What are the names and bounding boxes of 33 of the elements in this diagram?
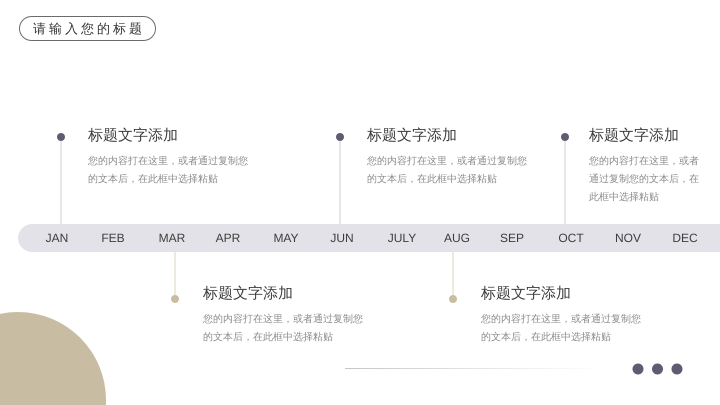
event-heading: 标题文字添加 bbox=[589, 126, 679, 146]
event-description: 您的内容打在这里，或者通过复制您的文本后，在此框中选择粘贴 bbox=[367, 154, 528, 187]
event-heading: 标题文字添加 bbox=[481, 284, 571, 304]
month-label: OCT bbox=[547, 224, 595, 252]
event-description: 您的内容打在这里，或者通过复制您的文本后，在此框中选择粘贴 bbox=[481, 312, 642, 345]
month-label: JULY bbox=[378, 224, 426, 252]
event-description: 您的内容打在这里，或者通过复制您的文本后，在此框中选择粘贴 bbox=[203, 312, 364, 345]
timeline-dot bbox=[336, 133, 344, 141]
connector-line bbox=[60, 140, 62, 224]
month-label: DEC bbox=[661, 224, 709, 252]
connector-line bbox=[564, 140, 566, 224]
timeline-dot bbox=[171, 295, 179, 303]
month-label: AUG bbox=[433, 224, 481, 252]
event-heading: 标题文字添加 bbox=[88, 126, 178, 146]
timeline-dot bbox=[57, 133, 65, 141]
event-description: 您的内容打在这里，或者通过复制您的文本后，在此框中选择粘贴 bbox=[88, 154, 249, 187]
month-label: FEB bbox=[89, 224, 137, 252]
page-title: 请输入您的标题 bbox=[19, 16, 156, 41]
month-label: JUN bbox=[318, 224, 366, 252]
month-label: SEP bbox=[488, 224, 536, 252]
timeline-dot bbox=[449, 295, 457, 303]
event-description: 您的内容打在这里，或者通过复制您的文本后，在此框中选择粘贴 bbox=[589, 154, 700, 205]
month-label: MAR bbox=[148, 224, 196, 252]
month-label: JAN bbox=[33, 224, 81, 252]
month-label: NOV bbox=[604, 224, 652, 252]
month-label: APR bbox=[204, 224, 252, 252]
event-heading: 标题文字添加 bbox=[203, 284, 293, 304]
month-label: MAY bbox=[262, 224, 310, 252]
timeline-dot bbox=[561, 133, 569, 141]
timeline-bar bbox=[18, 224, 720, 252]
connector-line bbox=[452, 252, 454, 296]
event-heading: 标题文字添加 bbox=[367, 126, 457, 146]
connector-line bbox=[174, 252, 176, 296]
